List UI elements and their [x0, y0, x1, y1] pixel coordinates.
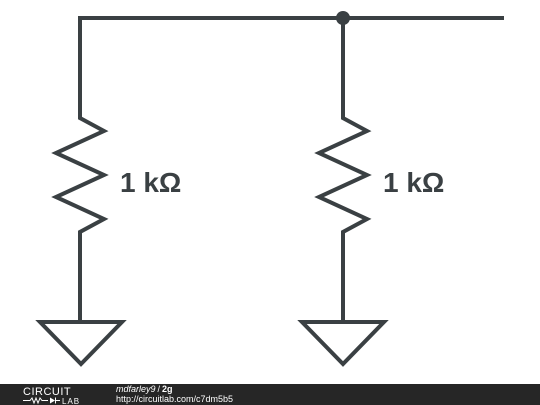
- resistor-left: [51, 108, 109, 242]
- circuit-name[interactable]: 2g: [162, 384, 173, 394]
- logo-diode-icon: [50, 397, 55, 404]
- author-username[interactable]: mdfarley9: [116, 384, 156, 394]
- resistor-left-label: 1 kΩ: [120, 167, 181, 198]
- credits: mdfarley9/2g http://circuitlab.com/c7dm5…: [116, 384, 233, 404]
- logo-text-bottom: LAB: [62, 397, 80, 405]
- credits-line-author: mdfarley9/2g: [116, 384, 233, 394]
- footer-bar: CIRCUIT LAB mdfarley9/2g http://circuitl…: [0, 384, 540, 405]
- path-separator: /: [157, 384, 161, 394]
- circuit-schematic: 1 kΩ 1 kΩ: [35, 11, 504, 367]
- top-wire: [78, 16, 504, 112]
- ground-right-icon: [297, 320, 389, 367]
- logo-text-top: CIRCUIT: [23, 386, 71, 398]
- resistor-right-label: 1 kΩ: [383, 167, 444, 198]
- resistor-right: [314, 108, 372, 242]
- logo-resistor-icon: [23, 396, 48, 405]
- circuitlab-logo: CIRCUIT LAB: [22, 385, 112, 405]
- ground-left-icon: [35, 320, 127, 367]
- circuit-url-link[interactable]: http://circuitlab.com/c7dm5b5: [116, 394, 234, 404]
